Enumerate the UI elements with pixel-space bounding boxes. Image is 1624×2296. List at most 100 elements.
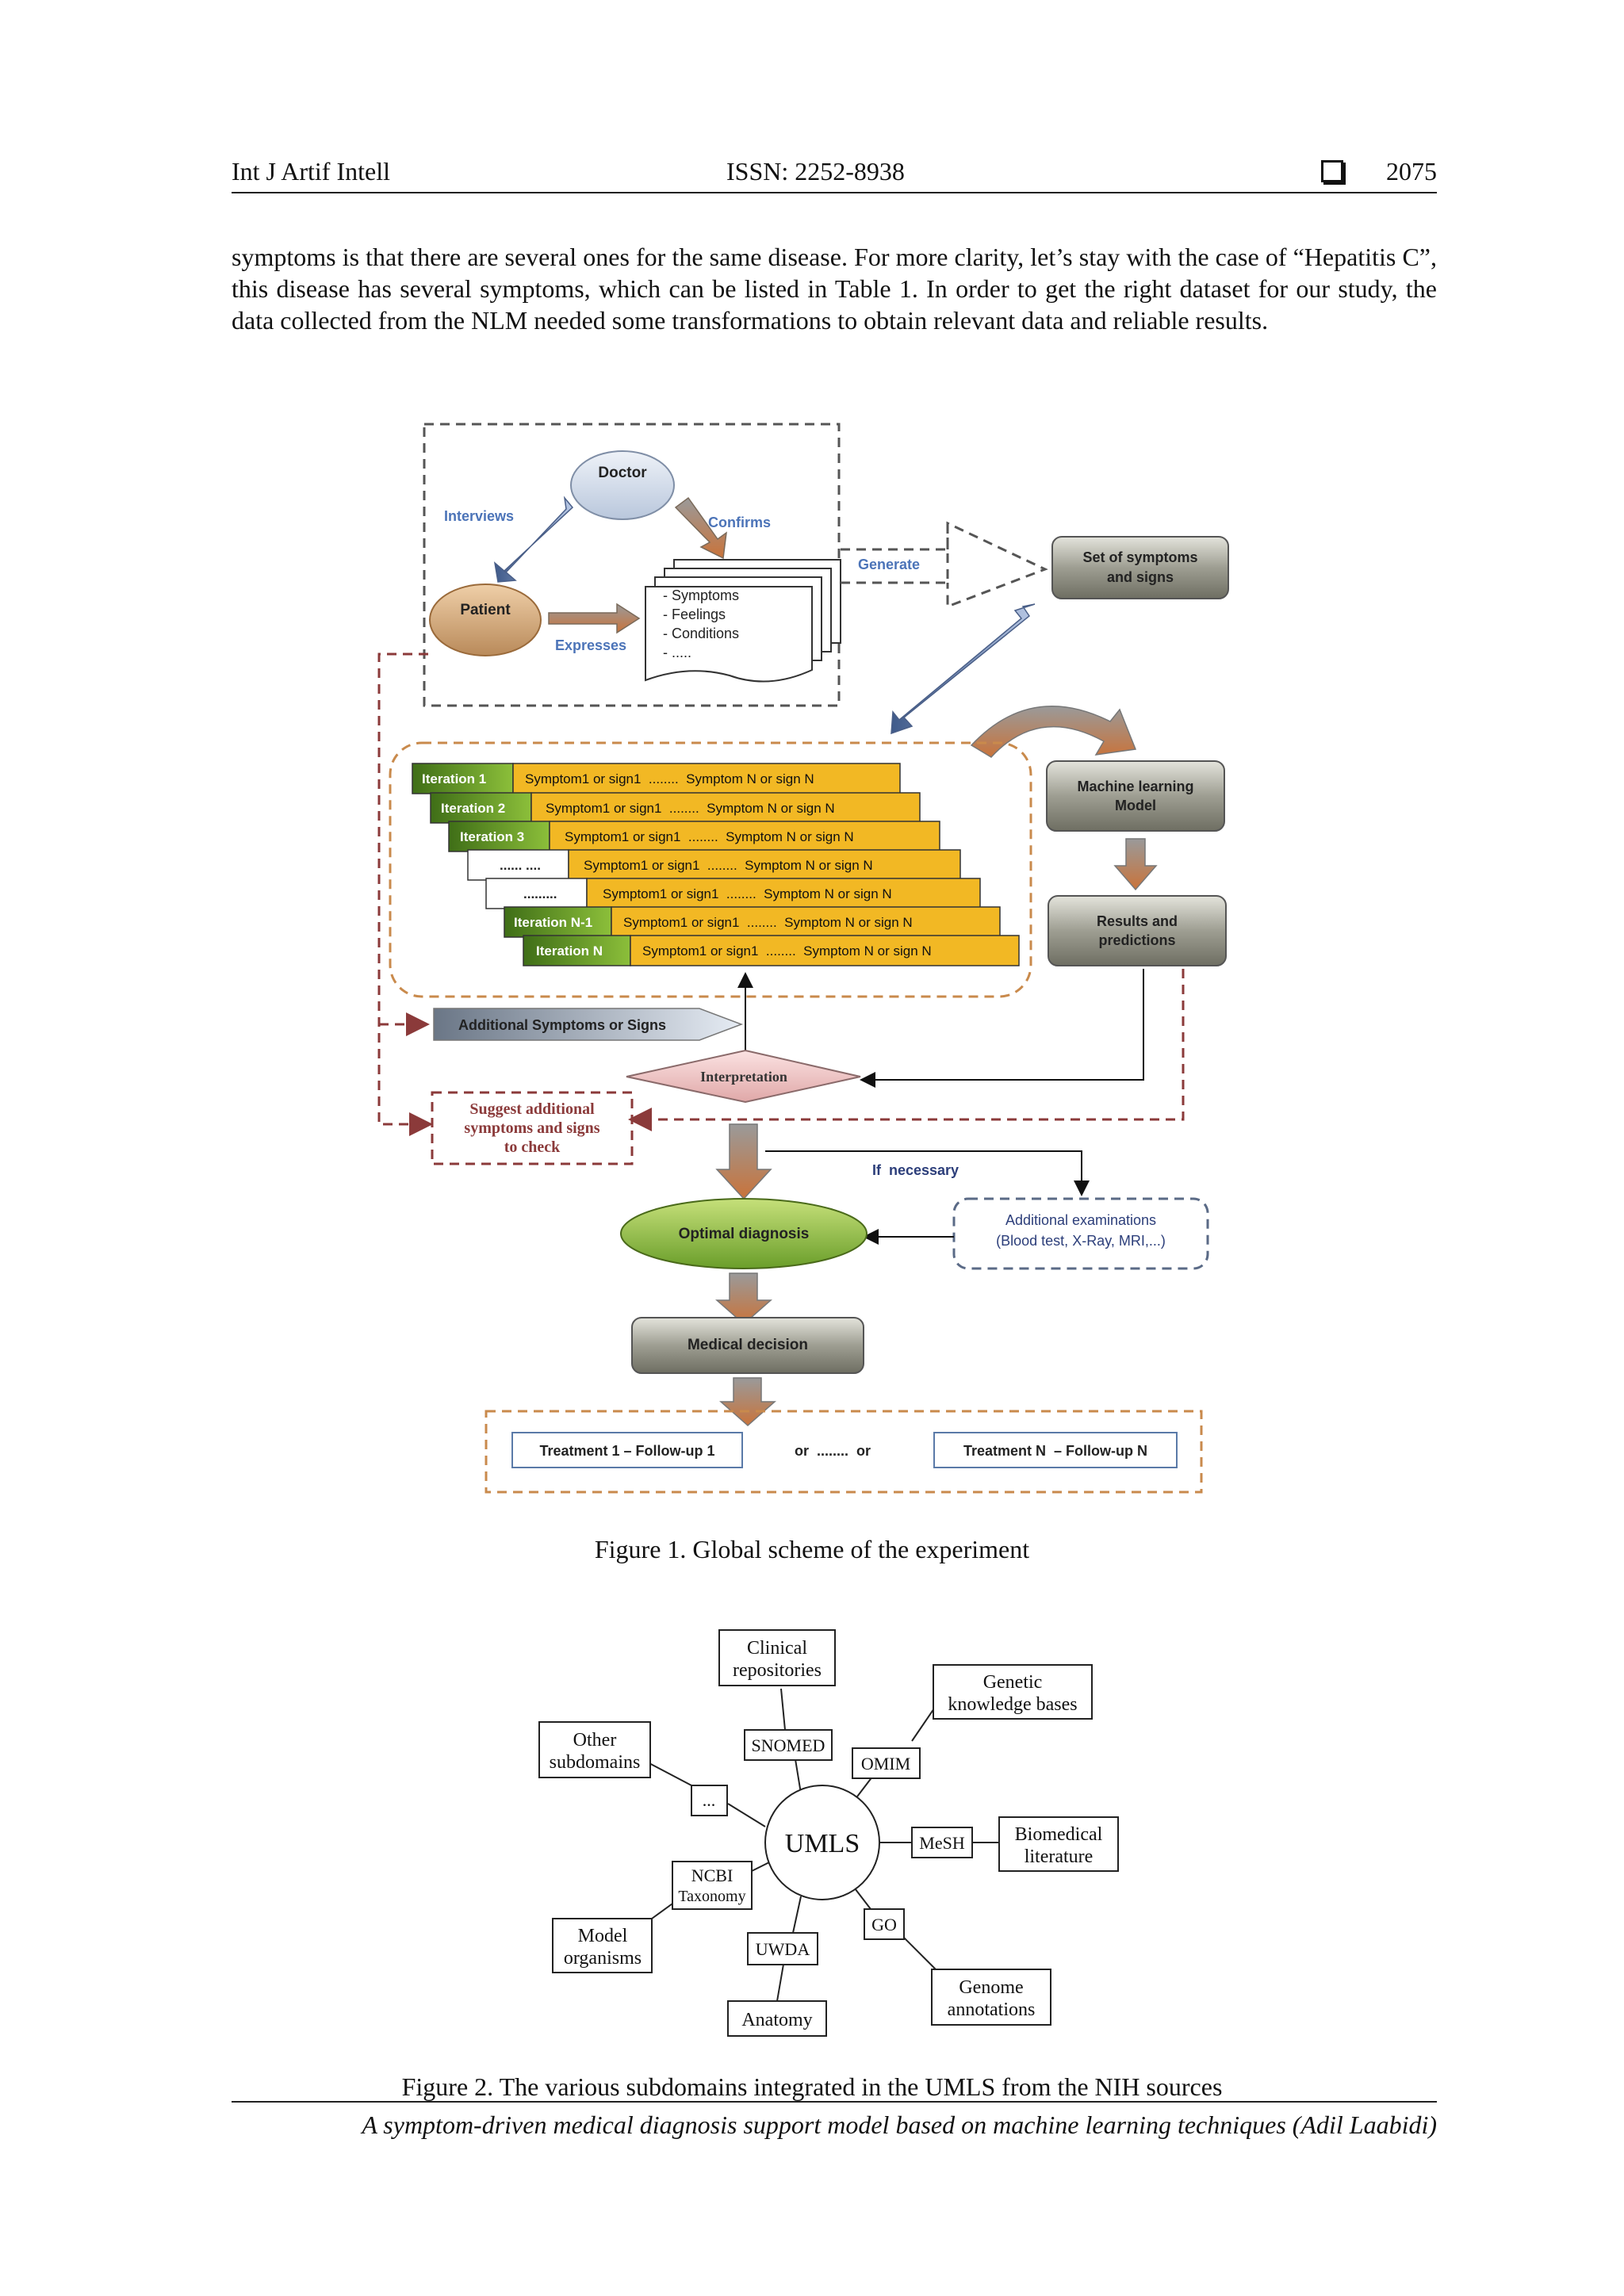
anatomy-label: Anatomy — [741, 2010, 812, 2030]
iteration-row-6: Iteration N-1 Symptom1 or sign1 ........… — [504, 906, 1001, 938]
ellipsis-box — [691, 1785, 728, 1816]
set-of-symptoms-line2: and signs — [1107, 569, 1174, 585]
model-organisms-box — [552, 1918, 653, 1973]
clinical-repositories-box — [718, 1629, 836, 1686]
feedback-curved-arrow — [970, 706, 1137, 758]
omim-box — [852, 1747, 921, 1779]
figure-2-caption: Figure 2. The various subdomains integra… — [401, 2072, 1223, 2101]
interpretation-diamond — [626, 1049, 861, 1104]
additional-exams-line2: (Blood test, X-Ray, MRI,...) — [996, 1233, 1166, 1249]
iteration-symptoms: Symptom1 or sign1 ........ Symptom N or … — [603, 886, 892, 901]
confirms-label: Confirms — [708, 515, 771, 530]
iterations-frame — [389, 741, 1032, 998]
page-number: 2075 — [1386, 157, 1437, 186]
ml-to-results-arrow — [1113, 838, 1158, 891]
doctor-label: Doctor — [598, 465, 647, 481]
go-box — [864, 1908, 905, 1940]
generate-label: Generate — [858, 557, 920, 572]
biomedical-literature-line2: literature — [1025, 1846, 1094, 1867]
treatments-frame — [485, 1410, 1203, 1494]
treatment-n-box — [933, 1432, 1178, 1468]
iteration-label: Iteration 3 — [460, 829, 524, 844]
ncbi-taxonomy-box — [672, 1861, 753, 1910]
issn: ISSN: 2252-8938 — [726, 157, 905, 186]
uwda-box — [747, 1932, 818, 1965]
treatment-1-box — [511, 1432, 743, 1468]
to-diagnosis-arrow — [715, 1123, 772, 1200]
set-of-symptoms-line1: Set of symptoms — [1082, 549, 1197, 565]
journal-name: Int J Artif Intell — [232, 157, 390, 186]
expresses-arrow — [548, 603, 641, 634]
expresses-label: Expresses — [555, 637, 626, 653]
biomedical-literature-box — [998, 1816, 1119, 1872]
omim-label: OMIM — [861, 1754, 910, 1774]
medical-decision-label: Medical decision — [688, 1337, 808, 1353]
figure-1: Doctor Patient Interviews Confirms Expre… — [377, 423, 1229, 1494]
left-loop-red — [377, 652, 433, 1136]
ml-model-box — [1046, 760, 1225, 832]
go-label: GO — [871, 1915, 897, 1934]
interviews-label: Interviews — [444, 508, 514, 524]
iteration-symptoms: Symptom1 or sign1 ........ Symptom N or … — [623, 915, 913, 930]
confirms-arrow — [674, 496, 727, 560]
results-to-interpretation-line — [860, 969, 1144, 1088]
additional-exams-line1: Additional examinations — [1005, 1212, 1156, 1228]
set-of-symptoms-box — [1051, 536, 1229, 599]
running-footer: A symptom-driven medical diagnosis suppo… — [232, 2101, 1437, 2139]
additional-symptoms-label: Additional Symptoms or Signs — [458, 1017, 666, 1033]
additional-symptoms-banner — [433, 1008, 744, 1041]
genetic-kb-box — [933, 1664, 1093, 1720]
or-label: or ........ or — [795, 1443, 871, 1459]
iteration-row-2: Iteration 2 Symptom1 or sign1 ........ S… — [430, 792, 921, 824]
iteration-label: ......... — [523, 886, 557, 901]
figure-2: UMLS Clinical repositories SNOMED Geneti… — [538, 1629, 1119, 2037]
genetic-kb-line1: Genetic — [983, 1672, 1043, 1693]
iteration-row-1: Iteration 1 Symptom1 or sign1 ........ S… — [412, 763, 901, 794]
iteration-label: ...... .... — [500, 858, 541, 873]
other-subdomains-line1: Other — [573, 1730, 617, 1751]
if-necessary-line — [765, 1150, 1090, 1196]
dataset-arrow — [891, 603, 1036, 735]
results-line1: Results and — [1097, 913, 1178, 929]
iteration-row-7: Iteration N Symptom1 or sign1 ........ S… — [523, 935, 1020, 966]
biomedical-literature-line1: Biomedical — [1015, 1824, 1103, 1845]
optimal-diagnosis-label: Optimal diagnosis — [679, 1226, 810, 1242]
iteration-row-4: ...... .... Symptom1 or sign1 ........ S… — [467, 849, 961, 881]
iteration-symptoms: Symptom1 or sign1 ........ Symptom N or … — [546, 801, 835, 816]
treatment-1-label: Treatment 1 – Follow-up 1 — [539, 1443, 714, 1459]
other-subdomains-box — [538, 1721, 651, 1778]
patient-label: Patient — [460, 602, 511, 618]
genome-annotations-line1: Genome — [959, 1977, 1023, 1998]
doc-item-2: - Feelings — [663, 607, 726, 622]
iteration-label: Iteration 1 — [422, 771, 486, 786]
ncbi-line1: NCBI — [691, 1866, 733, 1885]
model-organisms-line1: Model — [578, 1926, 628, 1946]
iteration-symptoms: Symptom1 or sign1 ........ Symptom N or … — [642, 943, 932, 959]
iteration-label: Iteration N-1 — [514, 915, 592, 930]
other-subdomains-line2: subdomains — [550, 1752, 641, 1773]
footer-citation: A symptom-driven medical diagnosis suppo… — [362, 2110, 1437, 2139]
suggest-line2: symptoms and signs — [464, 1119, 599, 1137]
suggest-box — [431, 1091, 634, 1165]
if-necessary-label: If necessary — [872, 1162, 959, 1178]
figure-1-caption: Figure 1. Global scheme of the experimen… — [594, 1535, 1030, 1563]
snomed-box — [744, 1729, 833, 1761]
mesh-label: MeSH — [919, 1833, 965, 1853]
running-header: Int J Artif Intell ISSN: 2252-8938 2075 — [232, 155, 1437, 193]
uwda-label: UWDA — [756, 1939, 810, 1959]
snomed-label: SNOMED — [752, 1735, 825, 1755]
doc-item-1: - Symptoms — [663, 587, 739, 603]
results-box — [1048, 895, 1227, 966]
generate-arrow — [841, 521, 1048, 609]
body-paragraph: symptoms is that there are several ones … — [232, 243, 1437, 335]
doctor-node — [570, 450, 675, 520]
mesh-box — [911, 1827, 973, 1858]
medical-decision-box — [631, 1317, 864, 1374]
interviews-arrow — [493, 496, 574, 583]
ellipsis-label: ... — [703, 1790, 716, 1810]
suggest-line1: Suggest additional — [469, 1100, 595, 1118]
clinical-repositories-line1: Clinical — [747, 1638, 807, 1659]
doc-item-4: - ..... — [663, 645, 691, 660]
iteration-label: Iteration N — [536, 943, 603, 959]
genetic-kb-line2: knowledge bases — [948, 1694, 1077, 1715]
